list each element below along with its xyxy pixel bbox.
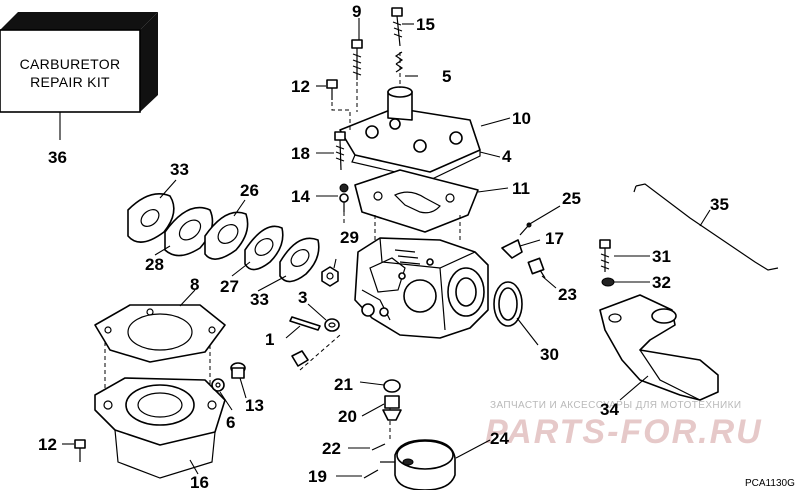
part-13-plug [230,362,246,379]
watermark-tagline: ЗАПЧАСТИ И АКСЕССУАРЫ ДЛЯ МОТОТЕХНИКИ [490,400,741,411]
part-24-float [380,439,456,490]
leader-lines [62,18,711,477]
part-22-pin [371,443,386,451]
part-26-gasket [204,211,249,260]
callout-3: 3 [298,288,307,307]
callout-31: 31 [652,247,671,266]
part-11-gasket [354,169,479,233]
watermark-logo: PARTS-FOR.RU [485,413,763,451]
callout-13: 13 [245,396,264,415]
callout-30: 30 [540,345,559,364]
callout-11: 11 [512,179,530,198]
part-3-washer [324,318,340,332]
callout-20: 20 [338,407,357,426]
part-15-screw [391,7,403,47]
callout-18: 18 [291,144,310,163]
callout-35: 35 [710,195,729,214]
callout-33-left: 33 [170,160,189,179]
repair-kit-box: CARBURETOR REPAIR KIT [0,12,158,140]
part-33-gasket-left [127,193,175,243]
part-16-manifold [94,377,226,479]
callout-17: 17 [545,229,564,248]
callout-24: 24 [490,429,509,448]
callout-29: 29 [340,228,359,247]
part-5-spring [394,51,404,73]
callout-10: 10 [512,109,531,128]
part-10-cover [339,86,481,181]
part-12-screw-bottom [74,439,86,462]
part-1b-plug [291,350,309,367]
callout-22: 22 [322,439,341,458]
callout-27: 27 [220,277,239,296]
part-14-needle [339,183,349,212]
callout-6: 6 [226,413,235,432]
part-19-pin [363,469,379,479]
carburetor-body [354,237,489,339]
callout-4: 4 [502,147,512,166]
callout-labels: 9 15 5 12 10 4 18 14 11 25 17 23 30 29 3… [38,2,729,490]
callout-32: 32 [652,273,671,292]
callout-36: 36 [48,148,67,167]
part-1-needle [289,316,321,331]
part-17-clip [501,239,523,259]
callout-26: 26 [240,181,259,200]
part-23-fitting [527,257,546,279]
part-32-washer [601,277,615,287]
part-6-washer [211,378,225,392]
part-8-gasket [94,304,226,363]
callout-23: 23 [558,285,577,304]
part-18-screw [334,131,346,171]
part-31-screw [599,239,611,272]
callout-8: 8 [190,275,199,294]
callout-5: 5 [442,67,451,86]
part-35-rod [633,183,779,271]
callout-12-top: 12 [291,77,310,96]
diagram-code: PCA1130G [745,478,795,489]
part-21-ring [383,379,401,393]
callout-1: 1 [265,330,274,349]
callout-15: 15 [416,15,435,34]
part-33-gasket-right [279,237,320,283]
part-9-screw [351,39,363,80]
part-34-silencer [599,294,719,401]
callout-28: 28 [145,255,164,274]
callout-12-bottom: 12 [38,435,57,454]
callout-25: 25 [562,189,581,208]
kit-title-line1: CARBURETOR [20,56,121,72]
callout-34: 34 [600,400,619,419]
part-30-ring [493,281,523,327]
callout-14: 14 [291,187,310,206]
callout-9: 9 [352,2,361,21]
callout-19: 19 [308,467,327,486]
part-29-nut [321,266,339,287]
part-20-jet [382,395,402,421]
part-27-gasket [244,225,284,271]
kit-title-line2: REPAIR KIT [30,74,110,90]
callout-16: 16 [190,473,209,490]
callout-21: 21 [334,375,353,394]
callout-33-right: 33 [250,290,269,309]
